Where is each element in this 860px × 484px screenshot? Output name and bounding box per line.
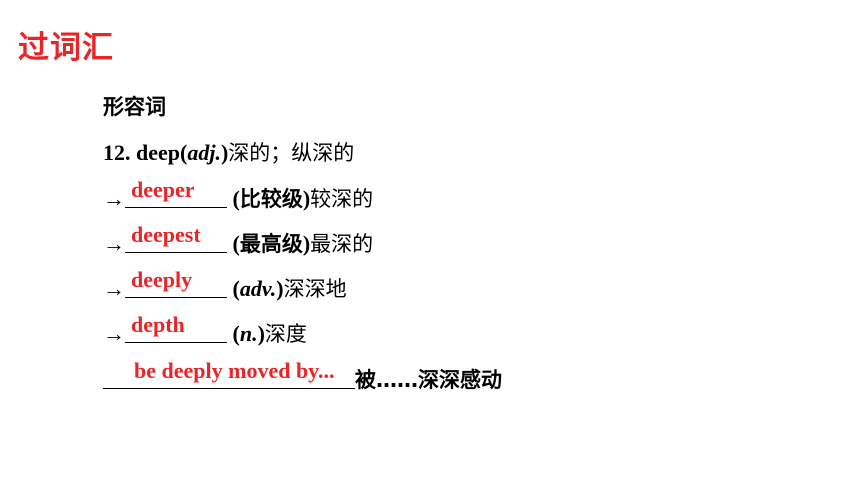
section-title-text: 形容词 [103,95,166,119]
answer-blank: depth [125,312,227,343]
vocab-entry: 12. deep(adj.)深的；纵深的 [103,138,354,168]
arrow-icon: → [103,276,125,301]
note-close: ) [276,276,284,301]
derivative-row-superlative: →deepest (最高级)最深的 [103,222,374,259]
note-open: ( [232,276,240,301]
row-meaning: 最深的 [310,232,374,256]
note-open: ( [232,321,240,346]
grammar-note: n. [239,321,258,346]
arrow-icon: → [103,231,125,256]
page-heading: 过词汇 [18,30,114,66]
answer-blank: deeply [125,267,227,298]
answer-blank: deeper [125,177,227,208]
derivative-row-adverb: →deeply (adv.)深深地 [103,267,347,304]
entry-word: deep( [136,140,188,165]
row-meaning: 深度 [264,322,307,346]
phrase-answer: be deeply moved by... [134,358,335,383]
note-close: ) [302,231,311,256]
grammar-note: 最高级 [239,232,303,256]
derivative-row-comparative: →deeper (比较级)较深的 [103,177,374,214]
derivative-row-noun: →depth (n.)深度 [103,312,307,349]
grammar-note: adv. [239,276,277,301]
answer-blank: deepest [125,222,227,253]
row-meaning: 较深的 [310,187,374,211]
phrase-row: be deeply moved by... 被……深深感动 [103,358,502,395]
note-close: ) [302,186,311,211]
entry-close: ) [220,140,229,165]
entry-number: 12. [103,140,131,165]
entry-meaning: 深的；纵深的 [228,141,355,165]
grammar-note: 比较级 [239,187,303,211]
answer-text: deeper [131,177,195,202]
note-open: ( [232,231,240,256]
row-meaning: 深深地 [283,277,347,301]
note-close: ) [257,321,265,346]
note-open: ( [232,186,240,211]
arrow-icon: → [103,321,125,346]
answer-text: depth [131,312,185,337]
phrase-meaning: 被……深深感动 [355,368,502,392]
phrase-blank: be deeply moved by... [103,358,355,389]
arrow-icon: → [103,186,125,211]
answer-text: deeply [131,267,193,292]
answer-text: deepest [131,222,201,247]
entry-pos: adj. [187,140,221,165]
section-title: 形容词 [103,92,166,122]
